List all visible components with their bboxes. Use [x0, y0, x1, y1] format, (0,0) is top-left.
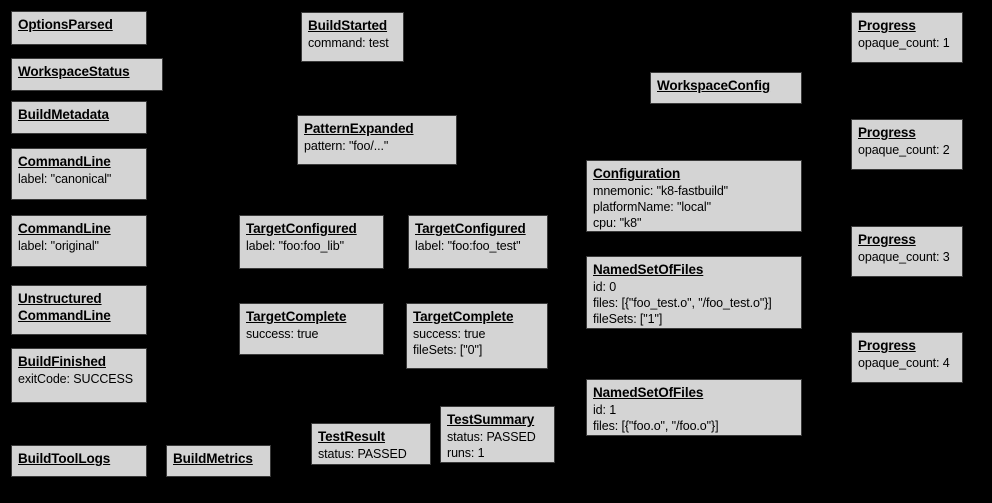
node-title: CommandLine — [18, 221, 111, 236]
node-attribute-line: status: PASSED — [318, 447, 407, 461]
node-build-metrics[interactable]: BuildMetrics — [166, 445, 271, 477]
node-attributes: opaque_count: 3 — [858, 249, 956, 265]
node-attributes: status: PASSED — [318, 446, 424, 462]
node-attribute-line: label: "foo:foo_test" — [415, 239, 521, 253]
node-attribute-line: label: "foo:foo_lib" — [246, 239, 344, 253]
node-attributes: pattern: "foo/..." — [304, 138, 450, 154]
node-title: TestResult — [318, 429, 386, 444]
node-named-set-of-files-1[interactable]: NamedSetOfFiles id: 1 files: [{"foo.o", "/… — [586, 379, 802, 436]
node-attributes: exitCode: SUCCESS — [18, 371, 140, 387]
node-title: NamedSetOfFiles — [593, 385, 704, 400]
node-test-result[interactable]: TestResult status: PASSED — [311, 423, 431, 465]
node-title: Progress — [858, 125, 916, 140]
node-attributes: command: test — [308, 35, 397, 51]
node-build-started[interactable]: BuildStarted command: test — [301, 12, 404, 62]
node-title: Configuration — [593, 166, 681, 181]
node-attribute-line: id: 0 — [593, 280, 617, 294]
node-attributes: opaque_count: 4 — [858, 355, 956, 371]
node-attribute-line: opaque_count: 2 — [858, 143, 950, 157]
node-target-configured-foo-test[interactable]: TargetConfigured label: "foo:foo_test" — [408, 215, 548, 269]
node-progress-4[interactable]: Progress opaque_count: 4 — [851, 332, 963, 383]
node-title: PatternExpanded — [304, 121, 414, 136]
node-attribute-line: opaque_count: 4 — [858, 356, 950, 370]
node-configuration[interactable]: Configuration mnemonic: "k8-fastbuild" pla… — [586, 160, 802, 232]
node-title: BuildFinished — [18, 354, 106, 369]
node-progress-1[interactable]: Progress opaque_count: 1 — [851, 12, 963, 63]
node-title: BuildMetadata — [18, 107, 109, 122]
node-title: WorkspaceConfig — [657, 78, 771, 93]
node-attribute-line: runs: 1 — [447, 446, 485, 460]
node-progress-3[interactable]: Progress opaque_count: 3 — [851, 226, 963, 277]
node-progress-2[interactable]: Progress opaque_count: 2 — [851, 119, 963, 170]
node-attribute-line: files: [{"foo.o", "/foo.o"}] — [593, 419, 719, 433]
node-attribute-line: exitCode: SUCCESS — [18, 372, 134, 386]
node-title: Unstructured CommandLine — [18, 291, 111, 323]
node-title: TargetComplete — [246, 309, 347, 324]
node-workspace-status[interactable]: WorkspaceStatus — [11, 58, 163, 91]
node-test-summary[interactable]: TestSummary status: PASSED runs: 1 — [440, 406, 555, 463]
node-title: TargetConfigured — [246, 221, 357, 236]
node-title: BuildMetrics — [173, 451, 253, 466]
node-title: WorkspaceStatus — [18, 64, 130, 79]
node-title: TargetComplete — [413, 309, 514, 324]
node-attributes: opaque_count: 2 — [858, 142, 956, 158]
node-title: OptionsParsed — [18, 17, 113, 32]
node-attribute-line: files: [{"foo_test.o", "/foo_test.o"}] — [593, 296, 772, 310]
node-title: BuildStarted — [308, 18, 388, 33]
node-title: NamedSetOfFiles — [593, 262, 704, 277]
node-attribute-line: label: "original" — [18, 239, 99, 253]
node-attributes: status: PASSED runs: 1 — [447, 429, 548, 461]
node-unstructured-command-line[interactable]: Unstructured CommandLine — [11, 285, 147, 335]
node-command-line-original[interactable]: CommandLine label: "original" — [11, 215, 147, 267]
node-target-complete-foo-lib[interactable]: TargetComplete success: true — [239, 303, 384, 355]
node-build-tool-logs[interactable]: BuildToolLogs — [11, 445, 147, 477]
node-attributes: success: true fileSets: ["0"] — [413, 326, 541, 358]
node-attribute-line: fileSets: ["1"] — [593, 312, 663, 326]
node-title: CommandLine — [18, 154, 111, 169]
node-target-complete-foo-test[interactable]: TargetComplete success: true fileSets: ["0… — [406, 303, 548, 369]
node-command-line-canonical[interactable]: CommandLine label: "canonical" — [11, 148, 147, 200]
node-attribute-line: platformName: "local" — [593, 200, 711, 214]
node-attributes: label: "original" — [18, 238, 140, 254]
node-named-set-of-files-0[interactable]: NamedSetOfFiles id: 0 files: [{"foo_test.o… — [586, 256, 802, 329]
node-title: TestSummary — [447, 412, 535, 427]
node-attribute-line: opaque_count: 3 — [858, 250, 950, 264]
node-title: Progress — [858, 338, 916, 353]
node-attribute-line: id: 1 — [593, 403, 617, 417]
node-attributes: opaque_count: 1 — [858, 35, 956, 51]
node-attribute-line: status: PASSED — [447, 430, 536, 444]
node-attribute-line: pattern: "foo/..." — [304, 139, 389, 153]
node-attributes: success: true — [246, 326, 377, 342]
node-attribute-line: label: "canonical" — [18, 172, 112, 186]
node-title: Progress — [858, 232, 916, 247]
node-attribute-line: command: test — [308, 36, 389, 50]
node-build-metadata[interactable]: BuildMetadata — [11, 101, 147, 134]
node-attribute-line: fileSets: ["0"] — [413, 343, 483, 357]
node-title: TargetConfigured — [415, 221, 526, 236]
node-attribute-line: mnemonic: "k8-fastbuild" — [593, 184, 729, 198]
node-attributes: label: "foo:foo_lib" — [246, 238, 377, 254]
node-attribute-line: success: true — [413, 327, 486, 341]
node-attributes: label: "foo:foo_test" — [415, 238, 541, 254]
node-attributes: mnemonic: "k8-fastbuild" platformName: "l… — [593, 183, 795, 231]
node-attributes: id: 0 files: [{"foo_test.o", "/foo_test.o… — [593, 279, 795, 327]
node-build-finished[interactable]: BuildFinished exitCode: SUCCESS — [11, 348, 147, 403]
node-attribute-line: cpu: "k8" — [593, 216, 642, 230]
node-pattern-expanded[interactable]: PatternExpanded pattern: "foo/..." — [297, 115, 457, 165]
node-target-configured-foo-lib[interactable]: TargetConfigured label: "foo:foo_lib" — [239, 215, 384, 269]
node-attributes: id: 1 files: [{"foo.o", "/foo.o"}] — [593, 402, 795, 434]
node-title: BuildToolLogs — [18, 451, 111, 466]
node-attributes: label: "canonical" — [18, 171, 140, 187]
node-attribute-line: success: true — [246, 327, 319, 341]
node-title: Progress — [858, 18, 916, 33]
node-attribute-line: opaque_count: 1 — [858, 36, 950, 50]
node-options-parsed[interactable]: OptionsParsed — [11, 11, 147, 45]
node-workspace-config[interactable]: WorkspaceConfig — [650, 72, 802, 104]
